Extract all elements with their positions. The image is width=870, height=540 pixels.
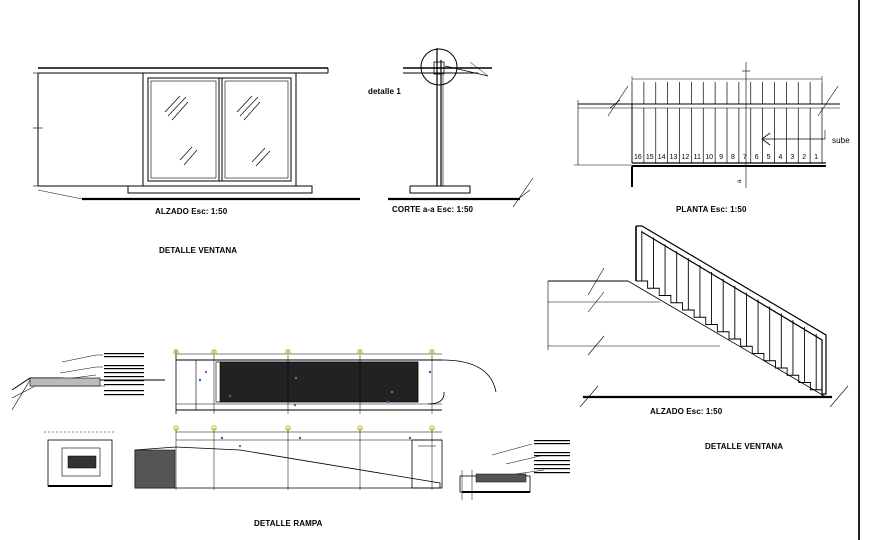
- stair-step-number: 13: [669, 154, 678, 161]
- annotation-note: [534, 464, 570, 466]
- blue-dimension-marker: [293, 403, 297, 407]
- label-alzado-stair: ALZADO Esc: 1:50: [650, 407, 723, 416]
- annotation-note: [534, 455, 570, 457]
- stair-step-profile: [636, 280, 823, 397]
- ramp-detail: [11, 350, 570, 500]
- annotation-note: [534, 468, 570, 470]
- stair-step-number: 15: [645, 154, 654, 161]
- section-corte: [388, 48, 534, 208]
- label-sube: sube: [832, 136, 850, 145]
- magenta-dimension-marker: [294, 376, 298, 380]
- grid-marker-elev: [211, 425, 217, 431]
- annotation-note: [534, 440, 570, 442]
- grid-marker-elev: [429, 425, 435, 431]
- grid-marker-plan: [211, 349, 217, 355]
- magenta-dimension-marker: [204, 370, 208, 374]
- annotation-note: [104, 384, 144, 386]
- annotation-note: [104, 365, 144, 367]
- sheet-border: [858, 0, 860, 540]
- stair-step-number: 12: [681, 154, 690, 161]
- blue-dimension-marker: [428, 370, 432, 374]
- magenta-dimension-marker: [390, 390, 394, 394]
- label-detalle-1: detalle 1: [368, 87, 401, 96]
- annotation-note: [534, 452, 570, 454]
- blue-dimension-marker: [386, 400, 390, 404]
- stair-step-number: 7: [742, 154, 747, 161]
- stair-step-number: 14: [657, 154, 666, 161]
- stair-step-number: 16: [634, 154, 642, 161]
- label-alzado-window: ALZADO Esc: 1:50: [155, 207, 228, 216]
- label-detalle-ventana-left: DETALLE VENTANA: [159, 246, 238, 255]
- label-planta: PLANTA Esc: 1:50: [676, 205, 747, 214]
- label-corte: CORTE a-a Esc: 1:50: [392, 205, 474, 214]
- stair-step-number: 1: [814, 154, 819, 161]
- layer-markers: [173, 349, 435, 448]
- label-detalle-rampa: DETALLE RAMPA: [254, 519, 323, 528]
- grid-marker-elev: [285, 425, 291, 431]
- grid-marker-elev: [173, 425, 179, 431]
- annotation-note: [104, 380, 144, 382]
- window-elevation: [33, 67, 360, 201]
- annotation-note: [104, 372, 144, 374]
- stair-step-number: 2: [802, 154, 807, 161]
- stair-step-number: 9: [719, 154, 724, 161]
- stair-step-number: 11: [693, 154, 701, 161]
- blue-dimension-marker: [198, 378, 202, 382]
- stair-elevation: [547, 225, 849, 408]
- grid-marker-plan: [357, 349, 363, 355]
- grid-marker-plan: [429, 349, 435, 355]
- blue-dimension-marker: [298, 436, 302, 440]
- annotation-note: [104, 376, 144, 378]
- annotation-note: [104, 394, 144, 396]
- stair-step-number: 5: [766, 154, 771, 161]
- stair-step-number: 8: [730, 154, 735, 161]
- stair-step-number: 4: [778, 154, 783, 161]
- blue-dimension-marker: [408, 436, 412, 440]
- annotation-note: [534, 460, 570, 462]
- stair-step-number: 6: [754, 154, 759, 161]
- blue-dimension-marker: [220, 436, 224, 440]
- svg-text:a: a: [737, 179, 743, 183]
- stair-step-number: 3: [790, 154, 795, 161]
- grid-marker-plan: [285, 349, 291, 355]
- blue-dimension-marker: [228, 394, 232, 398]
- stair-plan: a: [574, 62, 840, 188]
- label-detalle-ventana-right: DETALLE VENTANA: [705, 442, 784, 451]
- magenta-dimension-marker: [238, 444, 242, 448]
- annotation-note: [534, 443, 570, 445]
- annotation-note: [104, 353, 144, 355]
- stair-step-number: 10: [705, 154, 714, 161]
- grid-marker-elev: [357, 425, 363, 431]
- annotation-note: [104, 356, 144, 358]
- grid-marker-plan: [173, 349, 179, 355]
- annotation-note: [534, 472, 570, 474]
- annotation-note: [104, 390, 144, 392]
- annotation-note: [104, 368, 144, 370]
